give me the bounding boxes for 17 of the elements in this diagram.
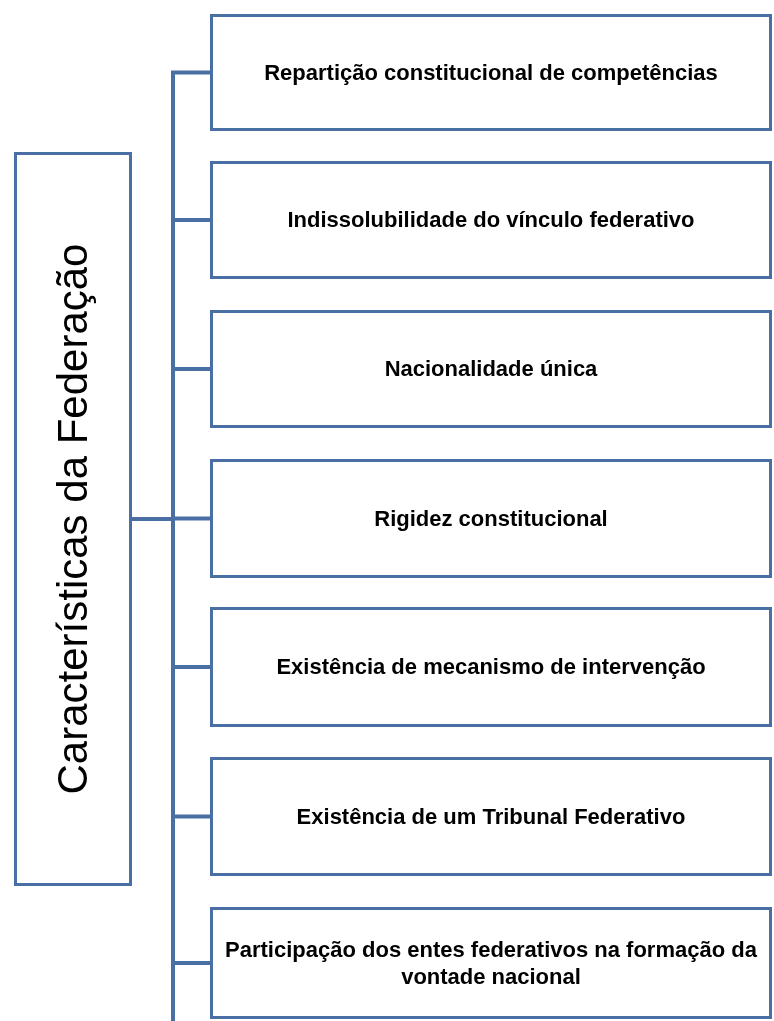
feature-text: Participação dos entes federativos na formação da vontade nacional: [225, 935, 757, 991]
connector-line: [132, 517, 210, 965]
category-box: [14, 152, 132, 886]
feature-box: [210, 14, 772, 131]
feature-text: Existência de um Tribunal Federativo: [296, 802, 686, 831]
feature-box: [210, 459, 772, 578]
feature-box: [210, 607, 772, 727]
feature-box: [210, 310, 772, 428]
feature-text: Existência de mecanismo de intervenção: [276, 653, 706, 681]
feature-text: Rigidez constitucional: [374, 504, 608, 533]
feature-box: [210, 907, 772, 1019]
feature-text: Repartição constitucional de competências: [264, 58, 718, 87]
feature-box: [210, 757, 772, 876]
feature-box: [210, 161, 772, 279]
feature-text: Indissolubilidade do vínculo federativo: [287, 206, 695, 234]
feature-text: Nacionalidade única: [384, 355, 598, 383]
category-title: Características da Federação: [52, 243, 94, 795]
